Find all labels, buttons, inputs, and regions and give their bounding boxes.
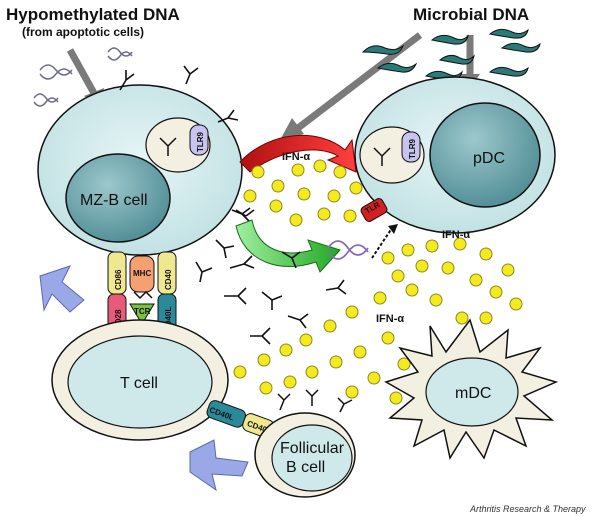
subtitle-apoptotic-cells: (from apoptotic cells) xyxy=(22,25,144,39)
tlr9-label: TLR9 xyxy=(196,131,205,152)
pdc-nucleus xyxy=(429,102,541,208)
tlr9-pdc-label: TLR9 xyxy=(408,138,417,159)
tlr-receptor: TLR xyxy=(360,198,388,222)
pdc-cell: pDC TLR9 xyxy=(354,76,556,234)
mzb-cell-label: MZ-B cell xyxy=(80,192,148,209)
antibody-icon xyxy=(277,393,291,411)
dna-fragment-icon xyxy=(33,47,133,107)
cd28-label: CD28 xyxy=(114,309,123,330)
black-dashed-arrow xyxy=(371,227,393,259)
peptide-icon xyxy=(133,290,153,300)
microbe-icon xyxy=(361,28,541,81)
antibody-icon xyxy=(305,389,319,406)
antibody-icon xyxy=(159,137,177,156)
follicular-label-line1: Follicular xyxy=(280,440,345,457)
mhc-molecule xyxy=(129,255,155,293)
arrow-hypomethylated-down xyxy=(66,48,99,97)
ifn-dots xyxy=(233,159,523,405)
follicular-b-cell: Follicular B cell xyxy=(254,389,356,498)
mzb-nucleus xyxy=(65,153,171,243)
title-hypomethylated-dna: Hypomethylated DNA xyxy=(6,5,180,24)
mdc-cell: mDC xyxy=(384,318,559,460)
antibody-icon xyxy=(337,397,353,413)
mzb-cell: MZ-B cell TLR9 xyxy=(37,84,243,256)
dna-helix-icon xyxy=(327,240,369,260)
t-cell: T cell xyxy=(51,319,229,441)
tlr9-receptor: TLR9 xyxy=(189,124,209,156)
arrowhead-microbial-mzb xyxy=(280,118,304,140)
antibody-icon xyxy=(224,209,347,345)
antibody-icon xyxy=(373,147,391,166)
lavender-arrow-upper xyxy=(39,265,85,313)
follicular-label-line2: B cell xyxy=(286,459,325,476)
follicular-nucleus xyxy=(271,424,353,492)
tcr-label: TCR xyxy=(134,307,151,316)
ifn-alpha-label-3: IFN-α xyxy=(376,313,404,325)
t-cell-nucleus xyxy=(67,335,213,429)
costim-follicular: CD40L CD40 xyxy=(206,400,275,438)
t-cell-label: T cell xyxy=(120,375,158,392)
pdc-cell-label: pDC xyxy=(473,150,505,167)
ifn-alpha-label-2: IFN-α xyxy=(442,229,470,241)
cd40l-label: CD40L xyxy=(164,307,173,332)
ifn-alpha-label-1: IFN-α xyxy=(282,151,310,163)
tcr-molecule xyxy=(129,303,155,325)
black-arrowhead xyxy=(388,224,398,234)
antibody-icon xyxy=(119,65,251,283)
red-curved-arrow xyxy=(239,134,357,173)
mhc-label: MHC xyxy=(133,269,151,278)
cd86-label: CD86 xyxy=(114,269,123,290)
journal-credit: Arthritis Research & Therapy xyxy=(469,504,586,514)
cd40-label: CD40 xyxy=(164,269,173,290)
mdc-nucleus xyxy=(425,357,519,427)
green-curved-arrow xyxy=(235,219,341,273)
lavender-arrow-lower xyxy=(189,439,249,492)
title-microbial-dna: Microbial DNA xyxy=(413,5,529,24)
mdc-cell-label: mDC xyxy=(455,385,491,402)
tlr9-receptor-pdc: TLR9 xyxy=(401,131,421,163)
